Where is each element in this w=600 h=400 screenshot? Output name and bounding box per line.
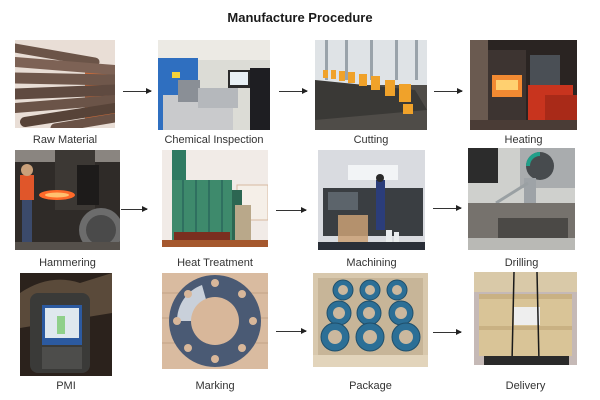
- arrow-right-icon: [434, 88, 463, 94]
- spectrometer-photo: [158, 40, 270, 130]
- arrow-right-icon: [433, 329, 462, 335]
- arrow-right-icon: [121, 206, 148, 212]
- heat-treatment-furnace-photo: [162, 150, 268, 247]
- step-label: Cutting: [353, 134, 389, 146]
- arrow-right-icon: [123, 88, 152, 94]
- step-label: Raw Material: [32, 134, 98, 146]
- step-label: Chemical Inspection: [164, 134, 264, 146]
- step-label: Heat Treatment: [177, 257, 253, 269]
- step-label: PMI: [56, 380, 76, 392]
- step-label: Hammering: [39, 257, 96, 269]
- step-label: Package: [349, 380, 392, 392]
- arrow-right-icon: [433, 205, 462, 211]
- page-title: Manufacture Procedure: [227, 10, 373, 25]
- crate-flanges-photo: [313, 273, 428, 367]
- steel-bars-photo: [15, 40, 115, 128]
- arrow-right-icon: [276, 328, 307, 334]
- wooden-crate-photo: [474, 272, 577, 365]
- step-label: Marking: [195, 380, 235, 392]
- step-label: Heating: [504, 134, 543, 146]
- drill-press-photo: [468, 148, 575, 250]
- pmi-analyzer-photo: [20, 273, 112, 376]
- step-label: Machining: [346, 257, 397, 269]
- cutting-machines-photo: [315, 40, 427, 130]
- arrow-right-icon: [279, 88, 308, 94]
- step-label: Delivery: [505, 380, 546, 392]
- arrow-right-icon: [276, 207, 307, 213]
- forging-photo: [15, 150, 120, 250]
- cnc-lathe-photo: [318, 150, 425, 250]
- step-label: Drilling: [504, 257, 539, 269]
- flange-photo: [162, 273, 268, 369]
- furnace-photo: [470, 40, 577, 130]
